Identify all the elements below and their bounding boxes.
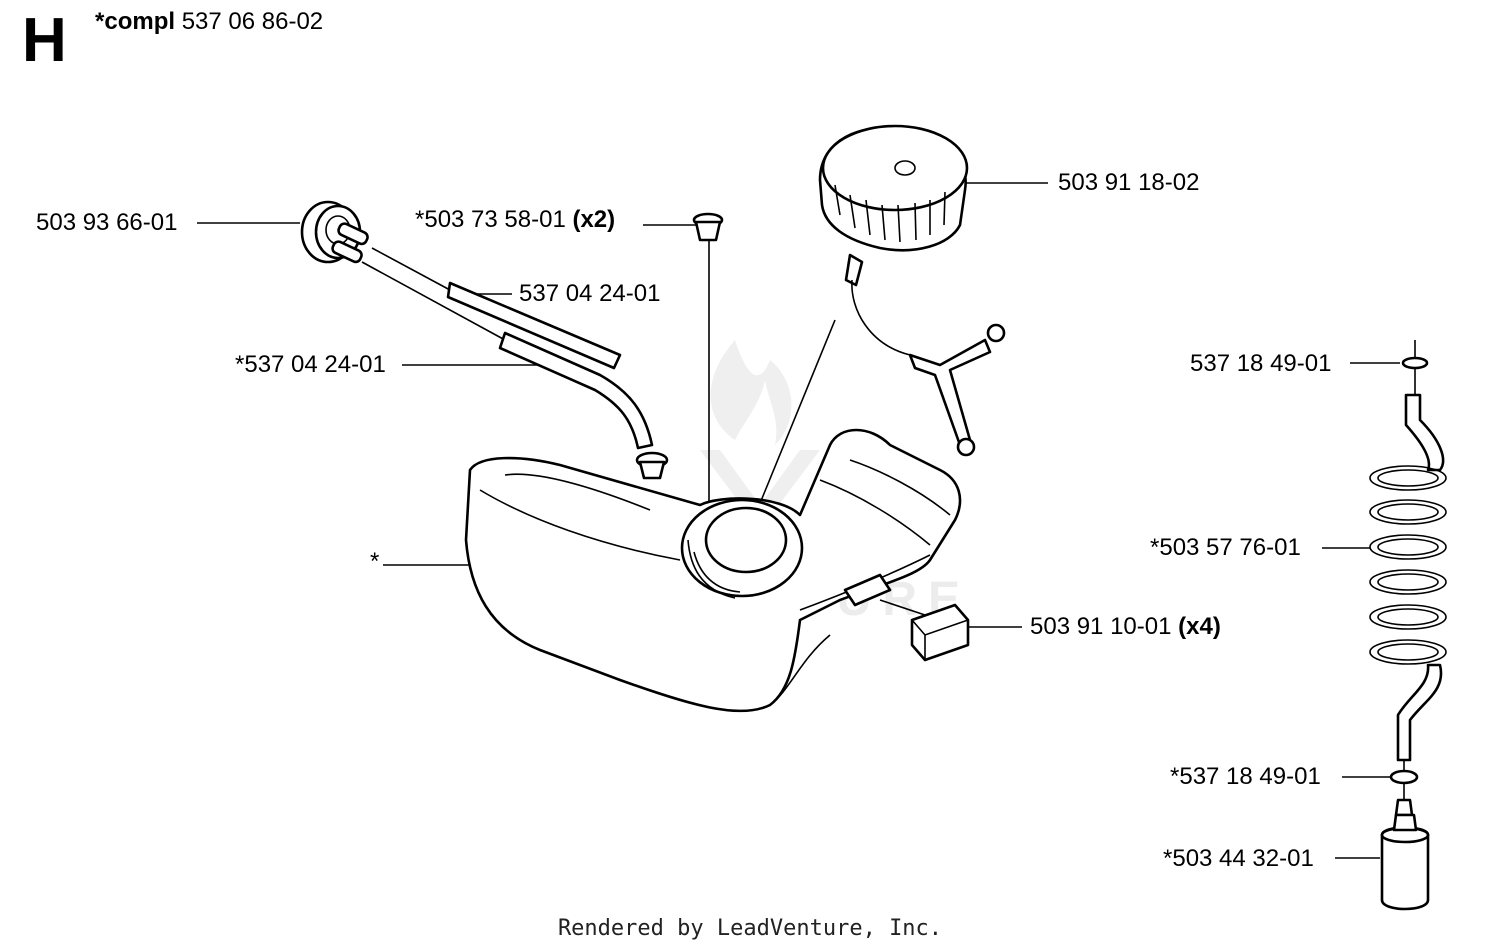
fuel-hose-icon [361,247,654,450]
part-number: *537 04 24-01 [235,351,386,378]
assembly-part-number: 537 06 86-02 [181,8,324,35]
callout-fuel-fitting[interactable]: 503 93 66-01 [36,211,177,235]
part-number: *537 18 49-01 [1170,763,1321,790]
footer-credit: Rendered by LeadVenture, Inc. [557,916,943,941]
part-number: *503 44 32-01 [1163,845,1314,872]
callout-coiled-hose[interactable]: *503 57 76-01 [1150,536,1301,560]
quantity: (x2) [572,206,616,233]
part-number: *503 57 76-01 [1150,534,1301,561]
part-number: 503 91 18-02 [1058,169,1200,196]
fuel-fitting-icon [300,200,369,264]
watermark-flame-icon [700,340,820,530]
grommet-icon [635,212,724,480]
fuel-cap-icon [818,124,1006,457]
callout-rubber-buffer[interactable]: 503 91 10-01 (x4) [1030,615,1221,639]
callout-fuel-cap[interactable]: 503 91 18-02 [1058,171,1199,195]
callout-fuel-filter[interactable]: *503 44 32-01 [1163,847,1314,871]
fuel-tank-icon [464,428,962,713]
callout-seal-ring-alt[interactable]: *537 18 49-01 [1170,765,1321,789]
assembly-number: *compl 537 06 86-02 [95,10,323,34]
callout-fuel-tank[interactable]: * [370,550,379,574]
part-number: 537 18 49-01 [1190,350,1332,377]
callout-fuel-hose[interactable]: 537 04 24-01 [519,282,660,306]
fuel-filter-line-icon [1369,340,1447,911]
callout-seal-ring[interactable]: 537 18 49-01 [1190,352,1331,376]
leader-lines [197,182,1400,859]
assembly-prefix: *compl [95,8,176,35]
rubber-buffer-icon [843,573,970,662]
part-number: 503 93 66-01 [36,209,178,236]
part-number: 503 91 10-01 [1030,613,1172,640]
callout-grommet[interactable]: *503 73 58-01 (x2) [415,208,615,232]
callout-fuel-hose-alt[interactable]: *537 04 24-01 [235,353,386,377]
part-number: * [370,548,380,575]
part-number: 537 04 24-01 [519,280,661,307]
section-letter: H [22,6,67,75]
quantity: (x4) [1178,613,1221,640]
part-number: *503 73 58-01 [415,206,566,233]
